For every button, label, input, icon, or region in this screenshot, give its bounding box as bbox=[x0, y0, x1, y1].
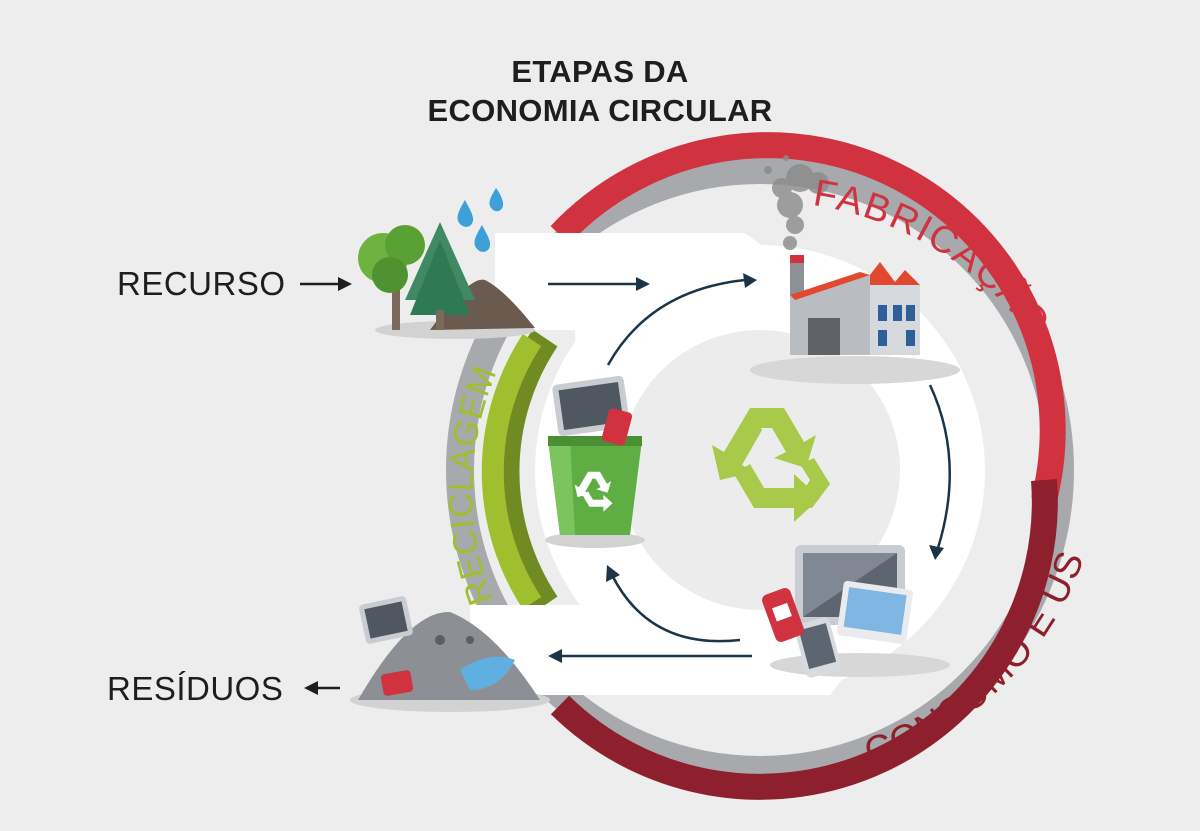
consumo-ring bbox=[550, 479, 1058, 800]
recycle-bin-icon bbox=[545, 375, 645, 548]
page-title: ETAPAS DA ECONOMIA CIRCULAR bbox=[0, 52, 1200, 130]
title-line-1: ETAPAS DA bbox=[511, 54, 689, 89]
residuos-arrow bbox=[304, 681, 340, 695]
title-line-2: ECONOMIA CIRCULAR bbox=[427, 93, 773, 128]
waste-pile-icon bbox=[350, 596, 550, 712]
label-recurso: RECURSO bbox=[117, 265, 286, 302]
inner-disc bbox=[620, 330, 900, 610]
fabricacao-ring bbox=[550, 132, 1066, 504]
smoke-icon bbox=[764, 155, 829, 250]
label-residuos: RESÍDUOS bbox=[107, 670, 284, 707]
tree-icon bbox=[358, 222, 475, 330]
water-drop-icon bbox=[457, 188, 504, 252]
soil-pile-icon bbox=[375, 279, 535, 339]
recurso-arrow bbox=[300, 277, 352, 291]
flow-arrows bbox=[548, 273, 952, 663]
factory-icon bbox=[750, 255, 960, 384]
reciclagem-ring bbox=[481, 329, 558, 614]
electronics-devices-icon bbox=[762, 545, 950, 678]
recycle-symbol-icon bbox=[712, 408, 830, 522]
